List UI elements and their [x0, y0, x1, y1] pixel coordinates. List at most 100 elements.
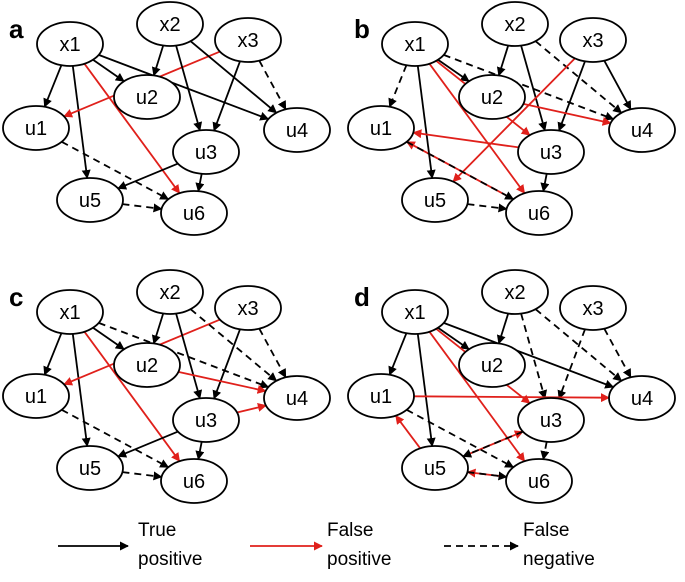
edge-x1-u2-true-positive: [92, 59, 125, 82]
node-x3: x3: [559, 285, 627, 331]
node-label: u6: [528, 203, 550, 225]
node-label: u1: [25, 118, 47, 140]
edge-x2-u4-false-negative: [190, 308, 278, 382]
edge-x1-u1-false-negative: [388, 64, 408, 108]
node-ellipse: [136, 1, 204, 47]
node-u2: u2: [458, 74, 526, 120]
node-ellipse: [481, 1, 549, 47]
node-ellipse: [263, 375, 331, 421]
node-u5: u5: [401, 177, 469, 223]
node-label: u3: [540, 142, 562, 164]
node-label: u6: [528, 471, 550, 493]
node-label: x3: [582, 298, 603, 320]
node-ellipse: [481, 269, 549, 315]
edge-u5-u1-false-positive: [395, 414, 421, 449]
node-ellipse: [263, 107, 331, 153]
node-ellipse: [36, 21, 104, 67]
edge-x1-u6-false-positive: [83, 331, 181, 462]
edges: [43, 308, 287, 481]
node-x3: x3: [214, 285, 282, 331]
node-label: u1: [370, 386, 392, 408]
edge-x3-u3-false-negative: [557, 328, 586, 400]
node-u5: u5: [56, 445, 124, 491]
edge-u3-u4-false-positive: [236, 403, 267, 414]
edge-x3-u3-true-positive: [212, 60, 241, 132]
node-u6: u6: [505, 190, 573, 236]
edge-u3-u5-true-positive: [117, 162, 179, 190]
node-ellipse: [608, 375, 676, 421]
node-label: u2: [481, 87, 503, 109]
node-u3: u3: [172, 397, 240, 443]
edge-u1-u6-false-negative: [61, 141, 170, 200]
node-ellipse: [172, 397, 240, 443]
edge-x1-u1-true-positive: [43, 332, 63, 376]
node-u4: u4: [608, 107, 676, 153]
node-label: u5: [424, 458, 446, 480]
node-u6: u6: [160, 190, 228, 236]
node-ellipse: [505, 458, 573, 504]
edge-u3-u6-true-positive: [540, 173, 550, 193]
edge-u3-u6-false-negative: [540, 441, 550, 461]
node-u3: u3: [172, 129, 240, 175]
node-u2: u2: [113, 342, 181, 388]
node-label: x2: [159, 282, 180, 304]
node-label: u1: [370, 118, 392, 140]
edge-u5-u6-false-negative: [467, 203, 508, 213]
node-ellipse: [517, 397, 585, 443]
node-ellipse: [458, 342, 526, 388]
legend-label-line2: positive: [327, 549, 391, 570]
node-ellipse: [56, 177, 124, 223]
node-u3: u3: [517, 397, 585, 443]
node-x3: x3: [214, 17, 282, 63]
node-label: u4: [286, 388, 308, 410]
edge-x3-u4-true-positive: [603, 60, 632, 111]
edge-x2-u4-false-negative: [535, 308, 623, 382]
panel-label: a: [9, 14, 24, 44]
edge-x1-u2-true-positive: [437, 327, 470, 350]
node-ellipse: [160, 458, 228, 504]
node-ellipse: [113, 74, 181, 120]
panel-label: c: [9, 282, 23, 312]
edge-x1-u1-true-positive: [388, 332, 408, 376]
node-x2: x2: [136, 269, 204, 315]
panel-label: d: [354, 282, 370, 312]
node-ellipse: [36, 289, 104, 335]
node-ellipse: [505, 190, 573, 236]
edge-x2-u2-true-positive: [151, 45, 165, 77]
edge-x1-u6-false-positive: [83, 63, 181, 194]
edge-x3-u4-false-negative: [603, 328, 632, 379]
node-label: u6: [183, 471, 205, 493]
edge-x1-u6-false-positive: [428, 63, 526, 194]
node-ellipse: [2, 105, 70, 151]
edge-x2-u2-true-positive: [151, 313, 165, 345]
node-ellipse: [2, 373, 70, 419]
node-ellipse: [172, 129, 240, 175]
node-u5: u5: [401, 445, 469, 491]
edge-u5-u6-false-negative: [467, 471, 508, 481]
node-u1: u1: [347, 373, 415, 419]
node-label: u4: [631, 120, 653, 142]
edge-u1-u6-false-negative: [61, 409, 170, 468]
node-label: u5: [424, 190, 446, 212]
node-u4: u4: [608, 375, 676, 421]
node-u1: u1: [2, 105, 70, 151]
legend-label-line2: negative: [523, 549, 595, 570]
node-x1: x1: [381, 289, 449, 335]
edge-x3-u3-true-positive: [557, 60, 586, 132]
node-ellipse: [214, 285, 282, 331]
edge-u3-u6-true-positive: [195, 173, 205, 193]
node-ellipse: [56, 445, 124, 491]
edges: [388, 308, 632, 481]
node-label: x1: [59, 34, 80, 56]
edge-u2-u4-false-positive: [523, 103, 612, 126]
node-u1: u1: [347, 105, 415, 151]
node-ellipse: [458, 74, 526, 120]
edge-x1-u5-true-positive: [71, 65, 91, 179]
